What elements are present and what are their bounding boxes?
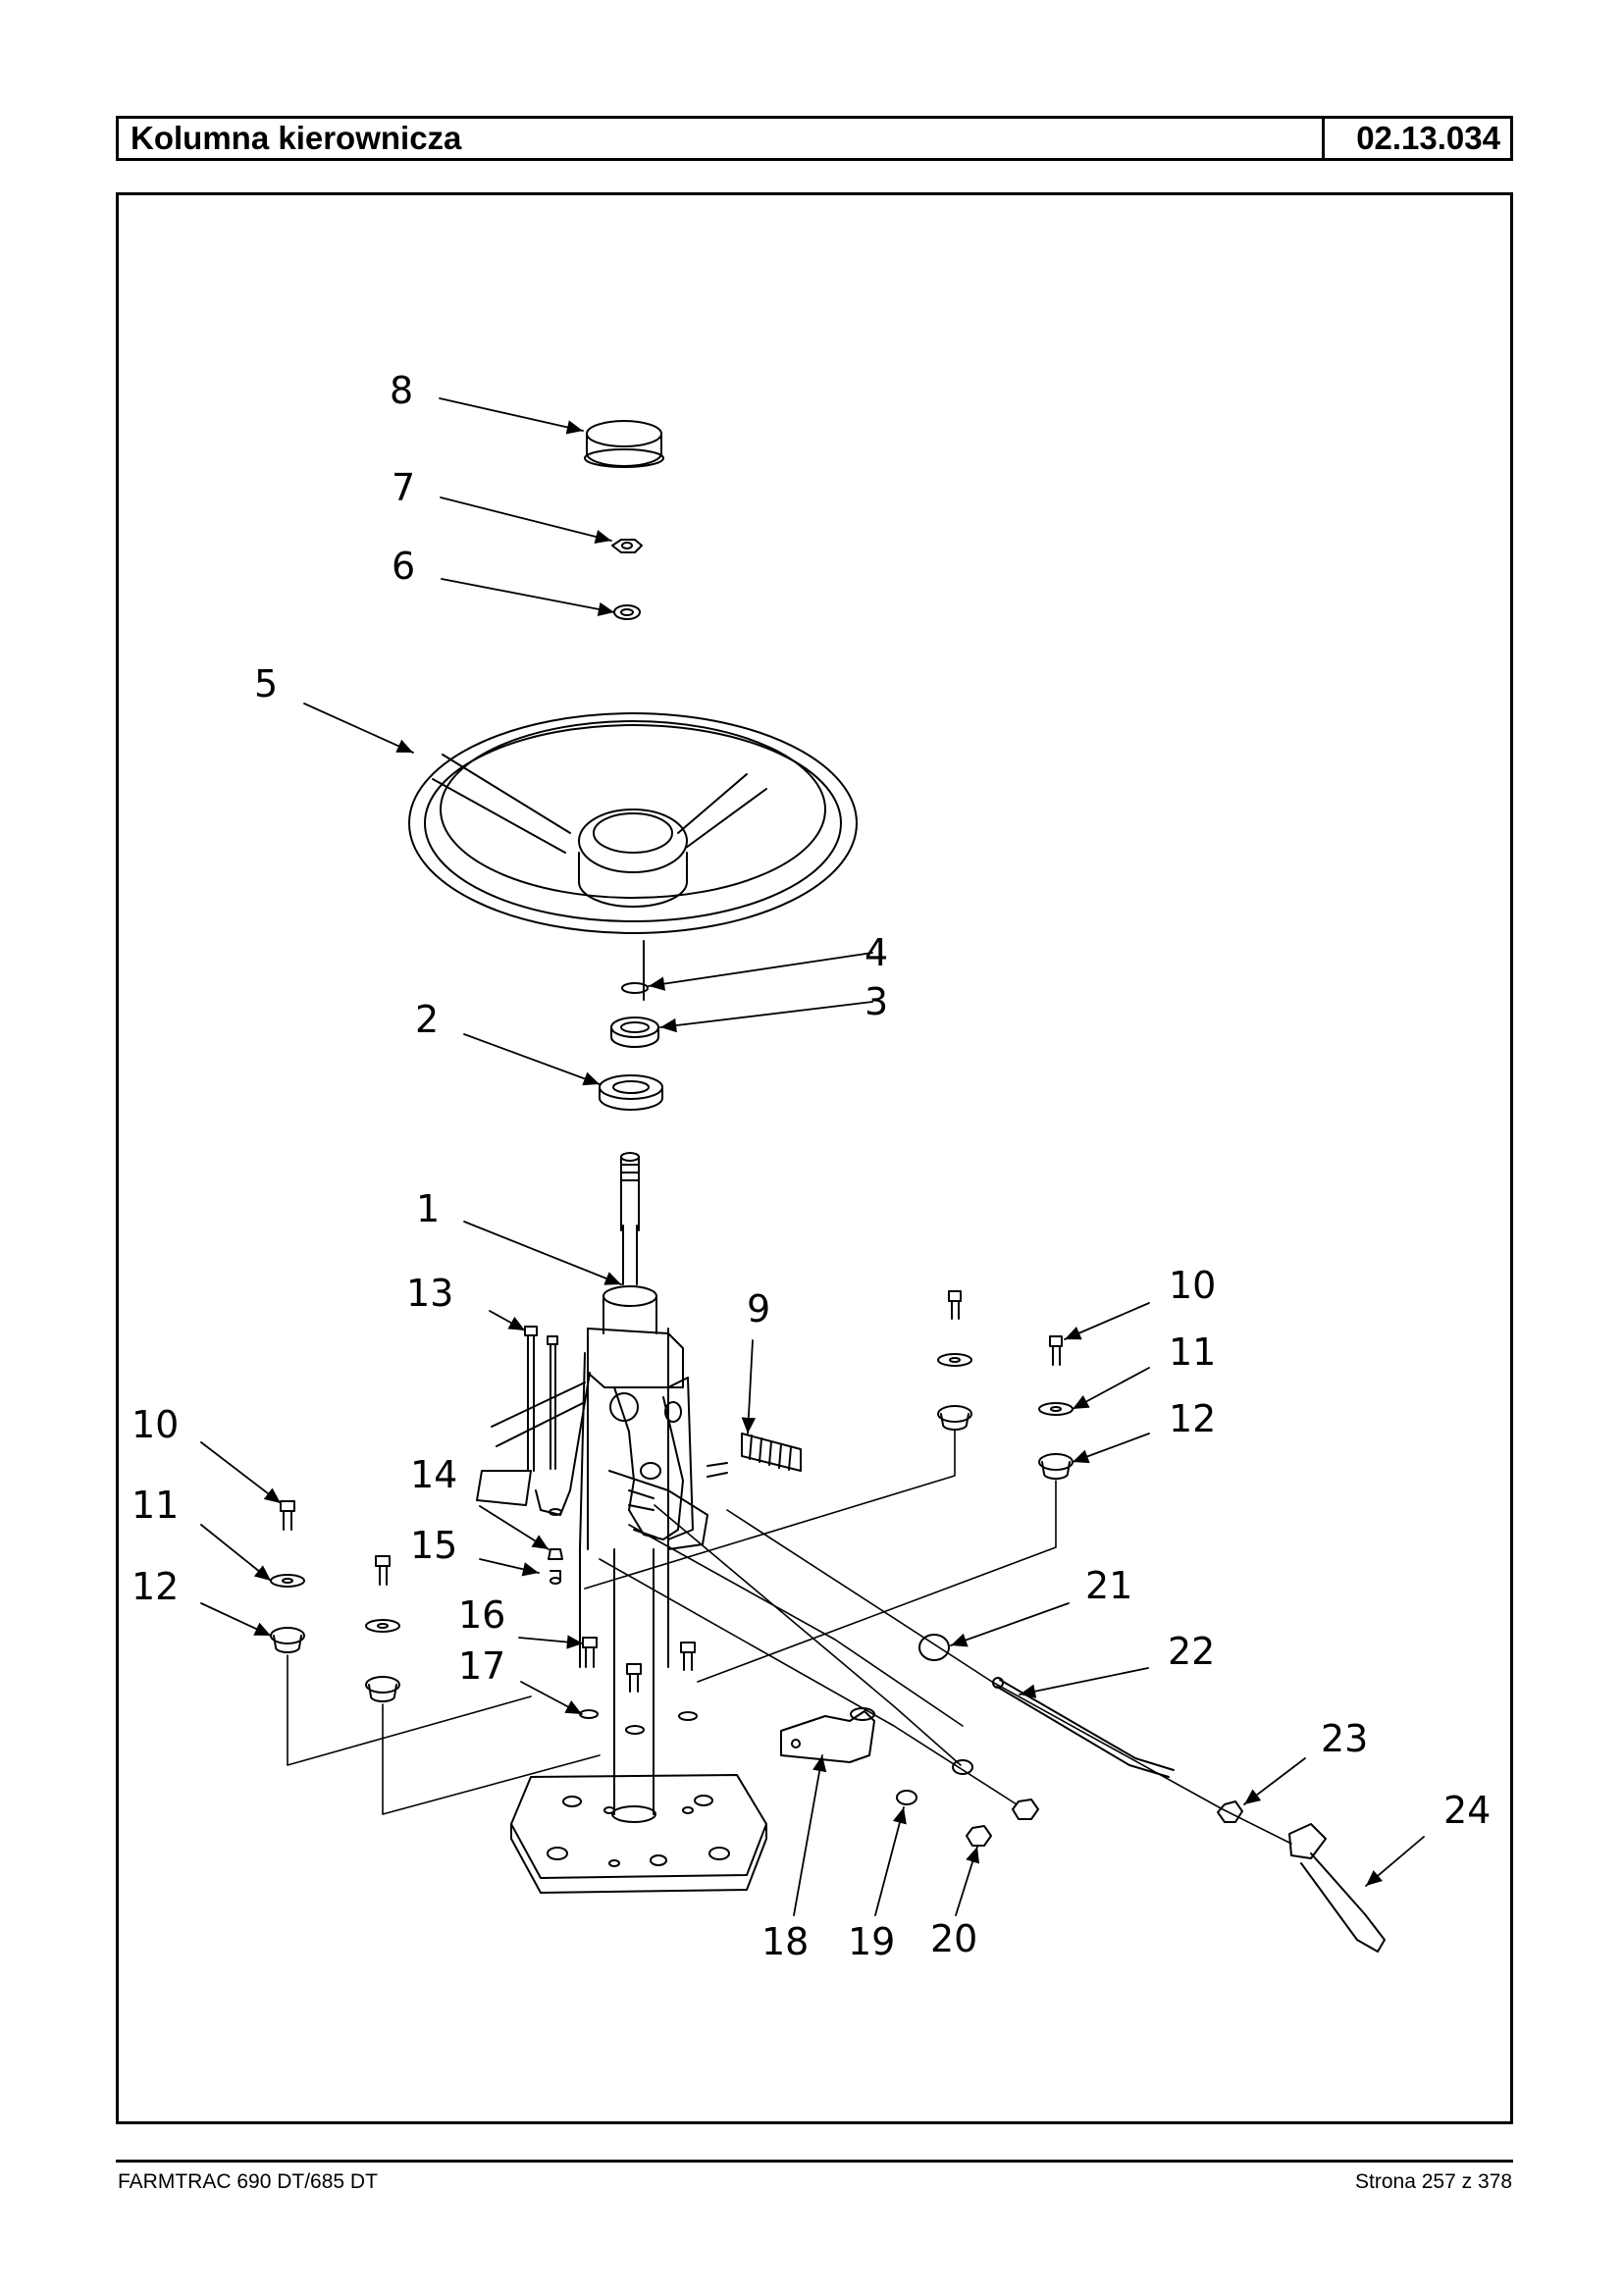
callout-5: 5 [254, 662, 278, 705]
callout-2: 2 [415, 998, 439, 1041]
callout-11-left: 11 [131, 1484, 179, 1527]
bearing-small [610, 1017, 659, 1048]
callout-10-right: 10 [1169, 1264, 1216, 1307]
callout-6: 6 [392, 545, 415, 588]
callout-18: 18 [761, 1920, 809, 1963]
clamp-bracket [780, 1707, 875, 1763]
callout-19: 19 [848, 1920, 895, 1963]
callout-20: 20 [930, 1917, 977, 1960]
callout-9: 9 [747, 1287, 770, 1330]
callout-21: 21 [1085, 1564, 1132, 1607]
rod-nut [1217, 1800, 1243, 1823]
callout-10-left: 10 [131, 1403, 179, 1446]
callout-8: 8 [390, 369, 413, 412]
right-mounting-hardware [937, 1290, 1074, 1480]
callout-11-right: 11 [1169, 1330, 1216, 1374]
diagram-frame: 8 7 6 5 4 3 2 1 13 9 10 11 12 10 11 12 1… [116, 192, 1513, 2124]
callout-12-left: 12 [131, 1565, 179, 1608]
callout-23: 23 [1321, 1717, 1368, 1760]
part-code: 02.13.034 [1322, 119, 1510, 158]
footer-rule [116, 2160, 1513, 2163]
steering-column [579, 1152, 694, 1688]
small-nuts [548, 1508, 563, 1585]
assembly-guide-lines [287, 1429, 1292, 1845]
callout-24: 24 [1443, 1789, 1491, 1832]
header-bar: Kolumna kierownicza 02.13.034 [116, 116, 1513, 161]
callout-22: 22 [1168, 1630, 1215, 1673]
clamp-nuts [896, 1759, 1039, 1847]
base-bolts [579, 1637, 698, 1735]
column-bolts [524, 1326, 558, 1472]
base-plate [510, 1686, 767, 1894]
page-title: Kolumna kierownicza [131, 120, 462, 156]
nut [611, 539, 643, 553]
column-bracket [476, 1372, 708, 1550]
callout-17: 17 [458, 1644, 505, 1688]
horn-cap [584, 420, 664, 468]
left-mounting-hardware [270, 1500, 400, 1702]
spring [741, 1433, 802, 1472]
callout-12-right: 12 [1169, 1397, 1216, 1440]
callout-labels: 8 7 6 5 4 3 2 1 13 9 10 11 12 10 11 12 1… [131, 369, 1491, 1963]
callout-leaders [200, 397, 1425, 1916]
bearing-large [599, 1074, 663, 1111]
callout-4: 4 [864, 931, 888, 974]
lever-washer [918, 1634, 950, 1661]
callout-1: 1 [416, 1187, 440, 1230]
tilt-rod [992, 1677, 1175, 1778]
washer [613, 604, 641, 620]
steering-wheel [408, 712, 858, 1001]
callout-3: 3 [864, 980, 888, 1023]
footer-model: FARMTRAC 690 DT/685 DT [118, 2170, 378, 2193]
callout-13: 13 [406, 1272, 453, 1315]
callout-15: 15 [410, 1524, 457, 1567]
callout-16: 16 [458, 1593, 505, 1637]
clamp-lever [1288, 1823, 1386, 1953]
footer-page-number: Strona 257 z 378 [1355, 2170, 1512, 2193]
circlip [621, 982, 649, 994]
callout-7: 7 [392, 466, 415, 509]
callout-14: 14 [410, 1453, 457, 1496]
exploded-view-diagram: 8 7 6 5 4 3 2 1 13 9 10 11 12 10 11 12 1… [131, 369, 1491, 1963]
